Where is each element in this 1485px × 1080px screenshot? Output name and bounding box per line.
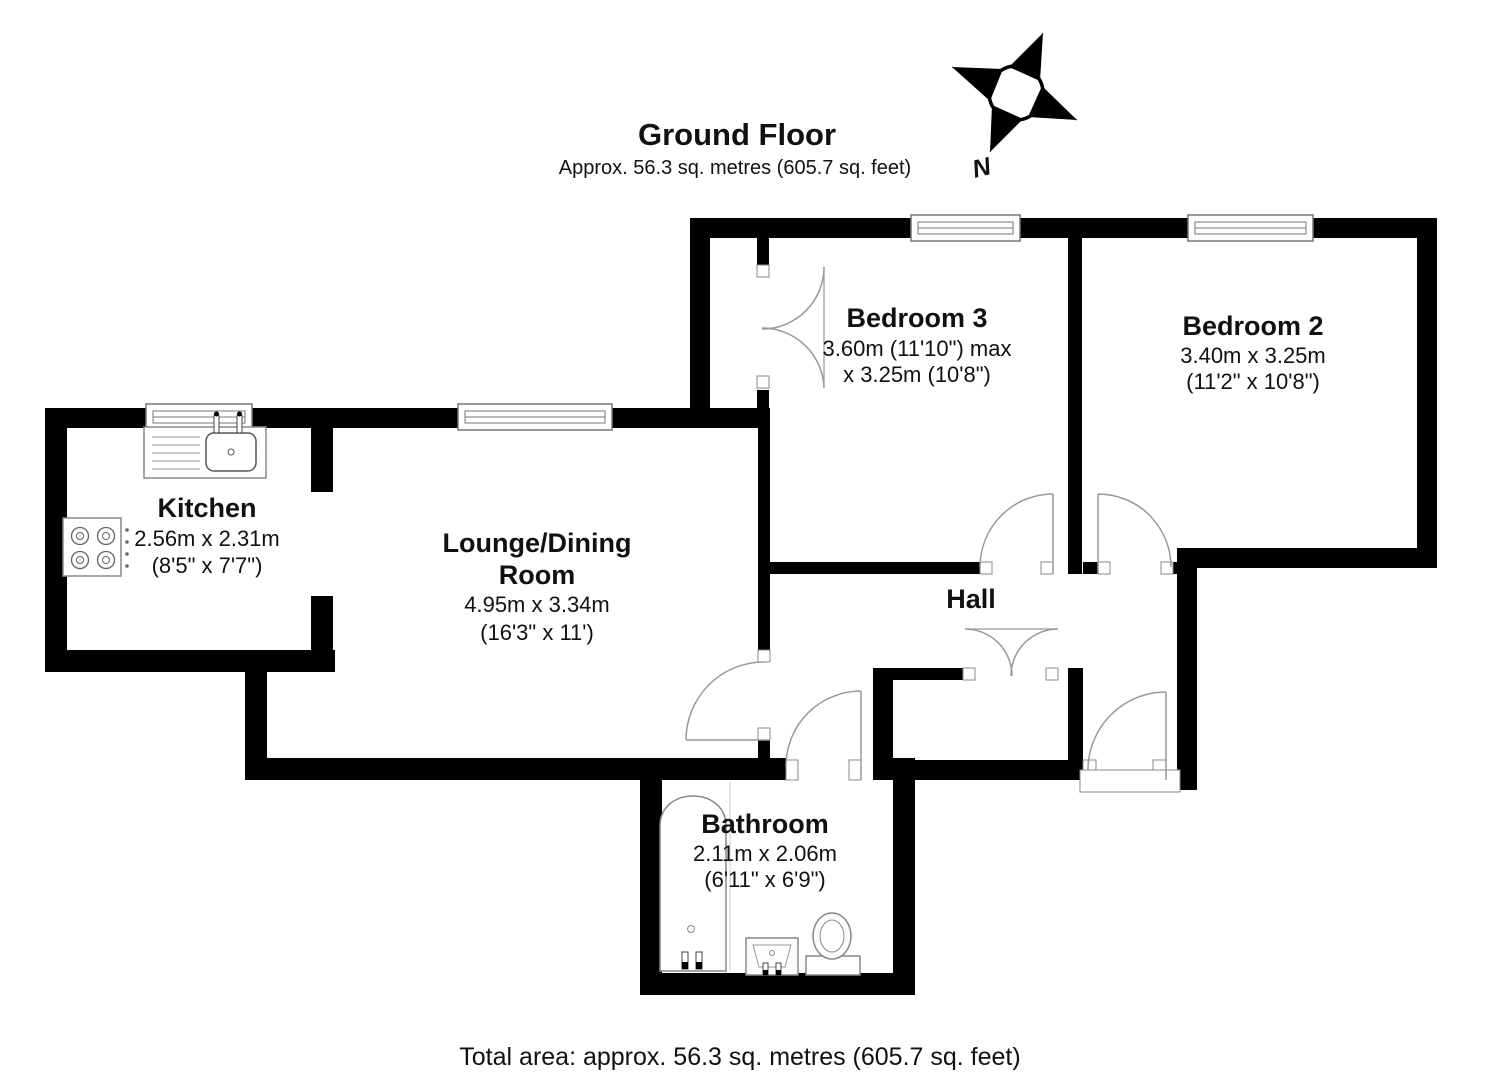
lounge-hall-door (685, 661, 770, 741)
bathroom-label: Bathroom 2.11m x 2.06m (6'11" x 6'9") (693, 809, 837, 892)
bedroom2-dim-imperial: (11'2" x 10'8") (1186, 369, 1320, 394)
kitchen-window (145, 403, 253, 431)
compass-icon: N (951, 32, 1078, 184)
bedroom3-dim-metric: 3.60m (11'10") max (823, 336, 1012, 361)
bathroom-door (785, 690, 862, 780)
kitchen-counter (143, 411, 267, 479)
bathroom-dim-imperial: (6'11" x 6'9") (704, 867, 825, 892)
bedroom3-wardrobe-doors (761, 266, 825, 389)
kitchen-dim-metric: 2.56m x 2.31m (134, 526, 280, 551)
toilet (805, 912, 861, 976)
door-jambs (756, 264, 1174, 781)
bedroom3-window (910, 214, 1021, 242)
hall-cupboard-doors (964, 628, 1059, 677)
hall-label: Hall (946, 584, 996, 614)
kitchen-hob (62, 517, 129, 577)
walls (45, 218, 1437, 995)
bedroom2-name: Bedroom 2 (1182, 311, 1323, 341)
bedroom3-dim-imperial: x 3.25m (10'8") (843, 362, 991, 387)
kitchen-name: Kitchen (157, 493, 256, 523)
kitchen-dim-imperial: (8'5" x 7'7") (152, 553, 263, 578)
page-subtitle: Approx. 56.3 sq. metres (605.7 sq. feet) (559, 157, 911, 179)
kitchen-sink (205, 411, 257, 472)
bathroom-dim-metric: 2.11m x 2.06m (693, 841, 837, 866)
bedroom3-label: Bedroom 3 3.60m (11'10") max x 3.25m (10… (823, 303, 1012, 387)
total-area-text: Total area: approx. 56.3 sq. metres (605… (459, 1043, 1020, 1071)
bedroom2-door (1097, 493, 1172, 574)
bedroom2-dim-metric: 3.40m x 3.25m (1180, 343, 1326, 368)
bedroom2-window (1187, 214, 1314, 242)
hall-name: Hall (946, 584, 996, 614)
bathroom-name: Bathroom (701, 809, 829, 839)
lounge-dim-imperial: (16'3" x 11') (480, 620, 594, 645)
lounge-name-line2: Room (499, 560, 576, 590)
bedroom3-door (979, 493, 1054, 574)
lounge-window (457, 403, 613, 431)
page-title: Ground Floor (638, 117, 836, 152)
drainer-lines (152, 436, 200, 470)
lounge-dim-metric: 4.95m x 3.34m (464, 592, 610, 617)
lounge-name-line1: Lounge/Dining (443, 528, 632, 558)
basin (745, 937, 799, 976)
bathtub (659, 782, 731, 972)
bedroom2-label: Bedroom 2 3.40m x 3.25m (11'2" x 10'8") (1180, 311, 1326, 394)
bedroom3-name: Bedroom 3 (846, 303, 987, 333)
north-label: N (969, 152, 994, 184)
lounge-label: Lounge/Dining Room 4.95m x 3.34m (16'3" … (443, 528, 632, 645)
kitchen-label: Kitchen 2.56m x 2.31m (8'5" x 7'7") (134, 493, 280, 578)
entrance-door (1079, 691, 1181, 793)
